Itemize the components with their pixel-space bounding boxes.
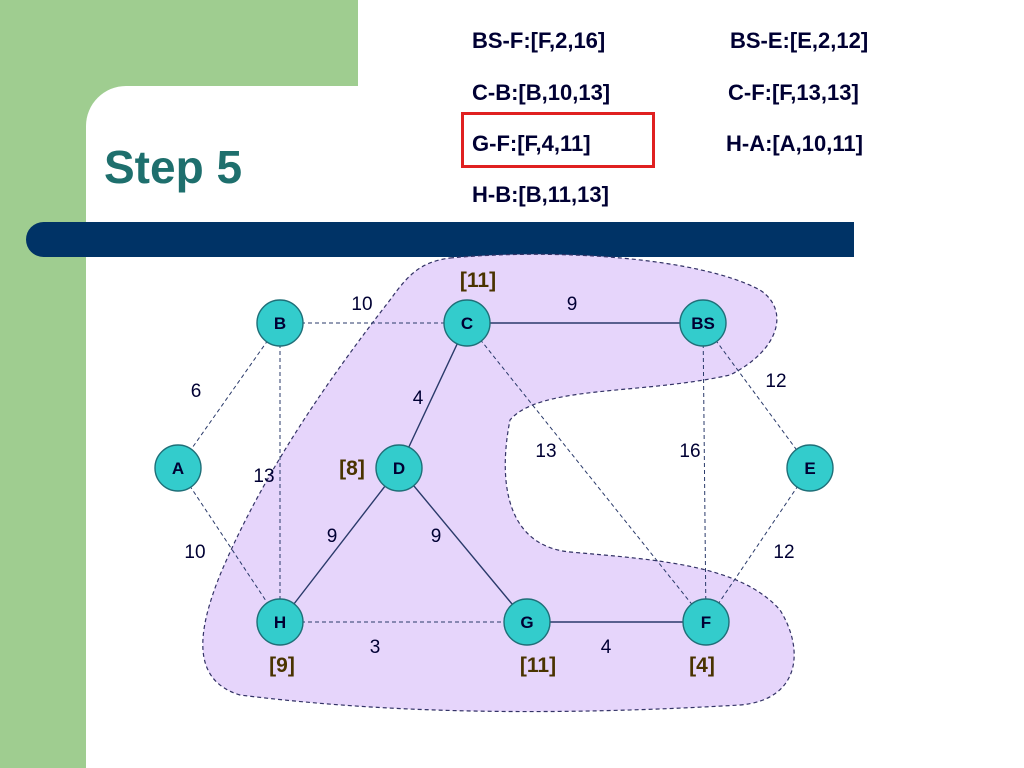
node-label: B [274, 314, 286, 333]
edge-weight-d-g: 9 [431, 526, 442, 547]
edge-weight-bs-f: 16 [679, 441, 700, 462]
edge-weight-g-f: 4 [601, 637, 612, 658]
header-divider-bar [26, 222, 854, 257]
edge-label-bs-f: BS-F:[F,2,16] [472, 28, 606, 53]
node-label: F [701, 613, 711, 632]
edge-weight-c-bs: 9 [567, 294, 578, 315]
node-circle [786, 444, 834, 492]
edge-bs-e [702, 322, 811, 469]
node-circle [443, 299, 491, 347]
edge-weight-b-a: 6 [191, 381, 202, 402]
edge-weight-bs-e: 12 [765, 371, 786, 392]
node-a: A [154, 444, 202, 492]
left-decor-bar [0, 0, 86, 768]
edge-weight-d-h: 9 [327, 526, 338, 547]
node-circle [154, 444, 202, 492]
edge-label-h-a: H-A:[A,10,11] [726, 131, 863, 156]
edge-weight-e-f: 12 [773, 542, 794, 563]
node-circle [256, 299, 304, 347]
edge-weight-c-f: 13 [535, 441, 556, 462]
highlight-box [461, 112, 655, 168]
node-circle [682, 598, 730, 646]
distance-label-f: [4] [689, 654, 715, 677]
edge-weight-h-g: 3 [370, 637, 381, 658]
distance-label-d: [8] [339, 457, 365, 480]
edge-c-f [466, 322, 707, 623]
node-label: D [393, 459, 405, 478]
node-label: E [804, 459, 815, 478]
node-label: G [520, 613, 533, 632]
visited-region [202, 253, 795, 713]
edge-e-f [705, 467, 811, 623]
node-f: F [682, 598, 730, 646]
edge-b-a [177, 322, 281, 469]
edge-a-h [177, 467, 281, 623]
edge-d-g [398, 467, 528, 623]
edge-label-c-b: C-B:[B,10,13] [472, 80, 611, 105]
distance-label-h: [9] [269, 654, 295, 677]
node-circle [679, 299, 727, 347]
edge-label-bs-e: BS-E:[E,2,12] [730, 28, 869, 53]
edge-weight-b-c: 10 [351, 294, 372, 315]
edge-weight-b-h: 13 [253, 466, 274, 487]
node-c: C [443, 299, 491, 347]
edge-bs-f [702, 322, 707, 623]
node-label: A [172, 459, 184, 478]
node-g: G [503, 598, 551, 646]
node-h: H [256, 598, 304, 646]
node-e: E [786, 444, 834, 492]
node-b: B [256, 299, 304, 347]
edge-weight-a-h: 10 [184, 542, 205, 563]
node-label: BS [691, 314, 715, 333]
edge-d-h [279, 467, 400, 623]
node-d: D [375, 444, 423, 492]
node-label: H [274, 613, 286, 632]
edge-label-h-b: H-B:[B,11,13] [472, 182, 609, 207]
decor-corner [86, 86, 126, 126]
edge-label-c-f: C-F:[F,13,13] [728, 80, 859, 105]
edge-weight-c-d: 4 [413, 388, 424, 409]
node-circle [375, 444, 423, 492]
top-decor-block [0, 0, 358, 86]
node-circle [256, 598, 304, 646]
node-label: C [461, 314, 473, 333]
distance-label-g: [11] [520, 654, 556, 677]
edge-label-g-f: G-F:[F,4,11] [472, 131, 591, 156]
node-circle [503, 598, 551, 646]
slide-title: Step 5 [104, 141, 243, 193]
node-bs: BS [679, 299, 727, 347]
edge-c-d [398, 322, 468, 469]
distance-label-c: [11] [460, 269, 496, 292]
